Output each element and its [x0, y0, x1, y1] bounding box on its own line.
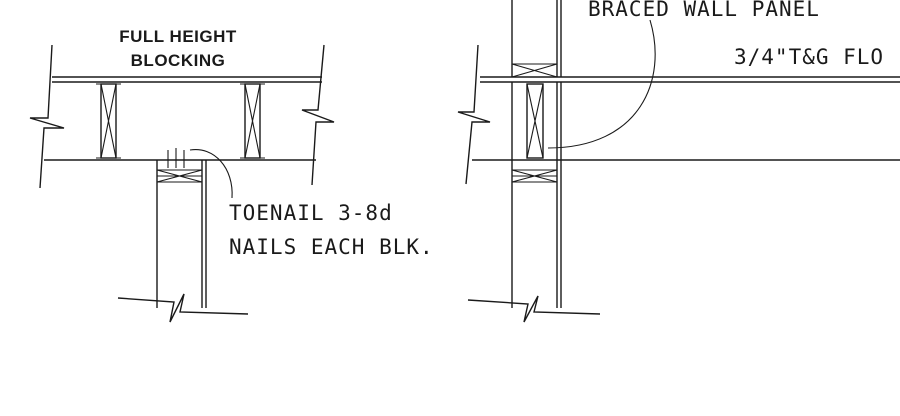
blocking-left-2	[240, 83, 265, 159]
blocking-right	[511, 82, 562, 160]
braced-wall-label: BRACED WALL PANEL	[588, 0, 820, 21]
flooring-label: 3/4"T&G FLO	[734, 45, 884, 69]
right-break-line	[457, 44, 491, 185]
blocking-label-line2: BLOCKING	[131, 51, 226, 70]
braced-wall-leader	[547, 19, 656, 149]
toenail-note-line1: TOENAIL 3-8d	[229, 201, 393, 225]
blocking-left-1	[96, 83, 121, 159]
left-break-line-left	[29, 44, 65, 189]
toenail-leader	[189, 149, 233, 199]
right-detail	[457, 0, 900, 323]
blocking-label-line1: FULL HEIGHT	[119, 27, 237, 46]
right-wall-below	[467, 160, 601, 323]
left-detail	[29, 44, 335, 323]
braced-wall-above	[511, 0, 562, 78]
left-wall-below	[117, 148, 249, 323]
toenail-note-line2: NAILS EACH BLK.	[229, 235, 434, 259]
left-break-line-right	[301, 44, 335, 186]
